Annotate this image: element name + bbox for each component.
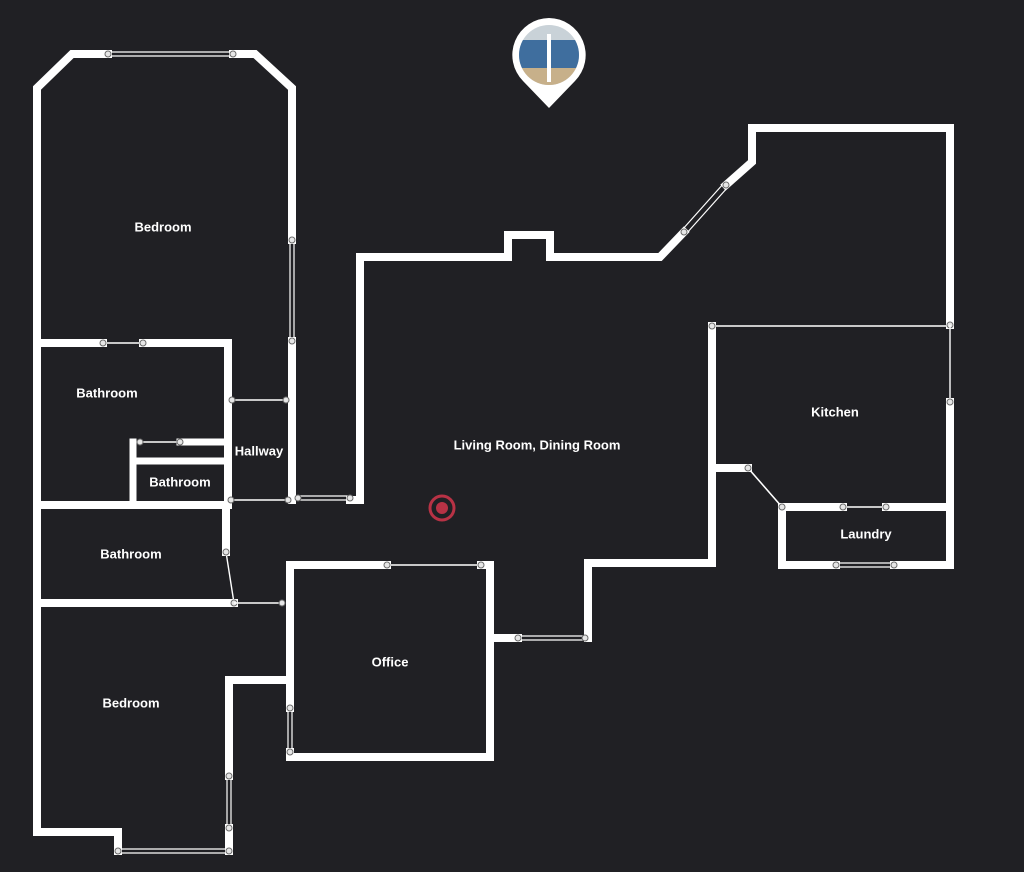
room-label-office[interactable]: Office bbox=[372, 654, 409, 669]
wall-left-outer-lower bbox=[33, 501, 122, 855]
wall-bedroom-bottom-right bbox=[225, 676, 294, 780]
wall-laundry bbox=[778, 503, 840, 569]
room-label-kitchen[interactable]: Kitchen bbox=[811, 404, 859, 419]
room-label-living-dining[interactable]: Living Room, Dining Room bbox=[454, 437, 621, 452]
wall-bathroom-upper-right bbox=[139, 339, 232, 404]
room-label-laundry[interactable]: Laundry bbox=[840, 526, 892, 541]
panorama-photo-pin-icon[interactable] bbox=[512, 18, 586, 108]
room-label-bathroom-upper[interactable]: Bathroom bbox=[76, 385, 137, 400]
wall-living-left bbox=[346, 226, 690, 504]
wall-bedroom-top-right bbox=[229, 50, 296, 244]
room-label-bedroom-top[interactable]: Bedroom bbox=[134, 219, 191, 234]
wall-living-right bbox=[584, 322, 716, 642]
room-label-hallway[interactable]: Hallway bbox=[235, 443, 284, 458]
wall-office bbox=[286, 561, 391, 710]
room-label-bathroom-small[interactable]: Bathroom bbox=[149, 474, 210, 489]
wall-kitchen-outer bbox=[720, 124, 954, 329]
current-position-target-icon[interactable] bbox=[428, 494, 456, 522]
openings bbox=[99, 50, 954, 855]
room-label-bedroom-bottom[interactable]: Bedroom bbox=[102, 695, 159, 710]
room-label-bathroom-middle[interactable]: Bathroom bbox=[100, 546, 161, 561]
wall-bedroom-top-outer bbox=[33, 50, 112, 509]
